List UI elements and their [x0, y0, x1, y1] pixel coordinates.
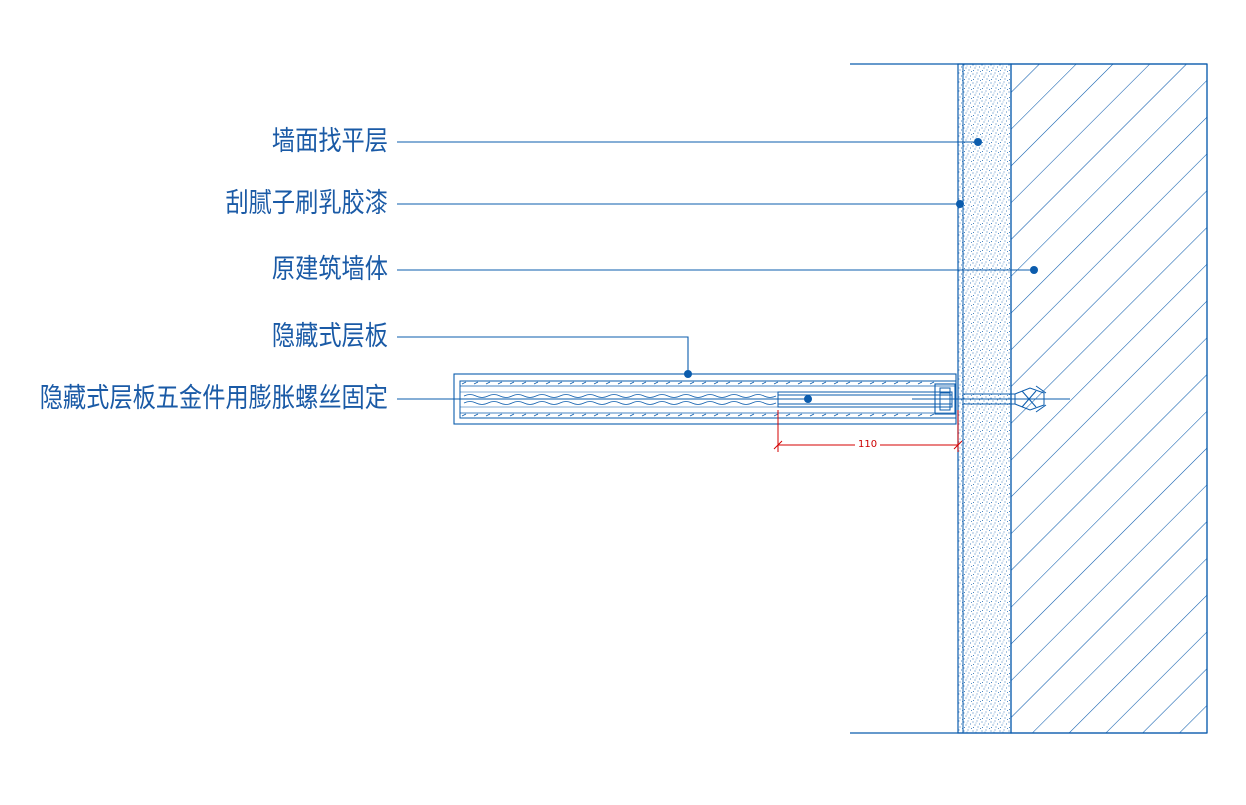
dimension-line: [773, 410, 963, 452]
expansion-bolt: [912, 385, 1070, 413]
leader-dot: [804, 395, 812, 403]
label-leveling-layer: 墙面找平层: [271, 126, 388, 157]
leader-dot: [956, 200, 964, 208]
leader-dot: [684, 370, 692, 378]
leader-dots: [684, 138, 1038, 403]
label-putty-latex: 刮腻子刷乳胶漆: [225, 188, 388, 219]
label-hidden-shelf: 隐藏式层板: [271, 321, 388, 352]
label-shelf-hardware: 隐藏式层板五金件用膨胀螺丝固定: [39, 383, 388, 414]
leader-dot: [974, 138, 982, 146]
dimension-value: 110: [858, 439, 878, 450]
label-original-wall: 原建筑墙体: [271, 254, 388, 285]
leader-dot: [1030, 266, 1038, 274]
shelf-wood-grain: [461, 381, 935, 417]
leader-lines: [397, 141, 1034, 400]
